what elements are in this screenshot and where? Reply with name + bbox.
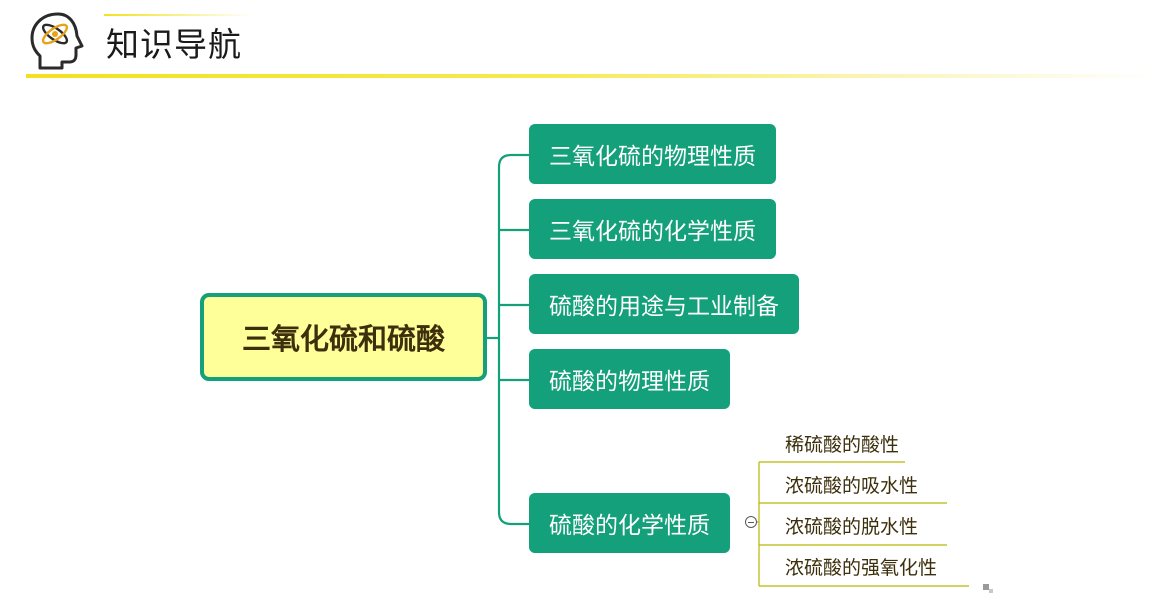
watermark-icon: [983, 584, 993, 593]
leaf-node-dilute-acidity[interactable]: 稀硫酸的酸性: [785, 431, 899, 459]
collapse-toggle-button[interactable]: [745, 516, 757, 528]
head-atom-icon: [30, 12, 84, 70]
branch-node-h2so4-chemical[interactable]: 硫酸的化学性质: [529, 493, 730, 553]
page-title: 知识导航: [106, 25, 242, 64]
branch-trunk: [497, 153, 512, 526]
branch-node-label: 三氧化硫的物理性质: [549, 144, 756, 170]
leaf-node-label: 浓硫酸的吸水性: [785, 475, 919, 497]
root-node-label: 三氧化硫和硫酸: [241, 322, 445, 356]
title-overline: [104, 14, 254, 16]
leaf-node-label: 浓硫酸的强氧化性: [785, 557, 938, 579]
branch-node-label: 三氧化硫的化学性质: [549, 219, 756, 245]
branch-node-label: 硫酸的化学性质: [549, 513, 710, 539]
title-underline: [26, 74, 1156, 78]
leaf-node-water-absorption[interactable]: 浓硫酸的吸水性: [785, 472, 918, 500]
branch-node-so3-chemical[interactable]: 三氧化硫的化学性质: [529, 199, 776, 259]
branch-node-label: 硫酸的用途与工业制备: [549, 294, 779, 320]
leaf-node-label: 浓硫酸的脱水性: [785, 516, 919, 538]
branch-node-label: 硫酸的物理性质: [549, 369, 710, 395]
mindmap-root-node[interactable]: 三氧化硫和硫酸: [200, 293, 487, 381]
leaf-node-strong-oxidation[interactable]: 浓硫酸的强氧化性: [785, 554, 937, 582]
branch-node-h2so4-physical[interactable]: 硫酸的物理性质: [529, 349, 730, 409]
branch-node-so3-physical[interactable]: 三氧化硫的物理性质: [529, 124, 776, 184]
leaf-node-dehydration[interactable]: 浓硫酸的脱水性: [785, 513, 918, 541]
leaf-node-label: 稀硫酸的酸性: [785, 434, 900, 456]
branch-node-h2so4-uses[interactable]: 硫酸的用途与工业制备: [529, 274, 799, 334]
